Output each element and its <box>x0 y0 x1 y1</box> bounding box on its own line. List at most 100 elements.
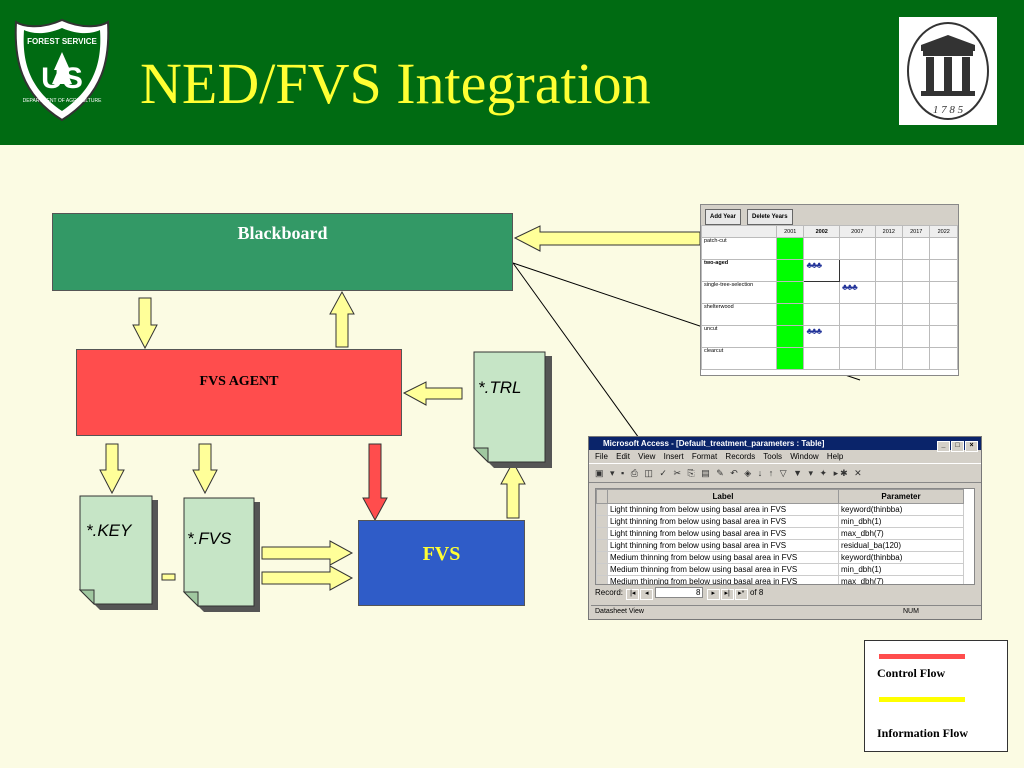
menu-file[interactable]: File <box>595 452 608 461</box>
grid-cell[interactable] <box>901 347 931 370</box>
menu-tools[interactable]: Tools <box>763 452 782 461</box>
minimize-icon[interactable]: _ <box>937 441 950 452</box>
grid-cell[interactable] <box>929 237 958 260</box>
table-row[interactable]: Light thinning from below using basal ar… <box>596 503 964 516</box>
menu-help[interactable]: Help <box>826 452 844 461</box>
cell-label[interactable]: Medium thinning from below using basal a… <box>607 563 839 576</box>
column-header-parameter[interactable]: Parameter <box>838 489 964 504</box>
grid-cell[interactable] <box>901 325 931 348</box>
grid-cell[interactable]: ♣♣♣ <box>803 259 840 282</box>
grid-cell[interactable] <box>901 303 931 326</box>
grid-cell[interactable] <box>803 237 840 260</box>
arch-icon: 1 7 8 5 <box>907 22 989 120</box>
grid-cell[interactable] <box>929 347 958 370</box>
first-record-icon[interactable]: |◂ <box>626 589 640 600</box>
info-arrow-agent-to-fvsfile <box>192 443 218 495</box>
grid-cell[interactable] <box>775 259 805 282</box>
prev-record-icon[interactable]: ◂ <box>640 589 654 600</box>
menu-insert[interactable]: Insert <box>663 452 684 461</box>
grid-cell[interactable] <box>874 259 904 282</box>
grid-cell[interactable] <box>901 259 931 282</box>
grid-cell[interactable] <box>874 303 904 326</box>
grid-cell[interactable]: ♣♣♣ <box>839 281 876 304</box>
toolbar-icons[interactable]: ▣ ▾ ▪ ⎙ ◫ ✓ ✂ ⎘ ▤ ✎ ↶ ◈ ↓ ↑ ▽ ▼ ▾ ✦ ▸✱ ✕ <box>595 468 864 478</box>
cell-label[interactable]: Medium thinning from below using basal a… <box>607 551 839 564</box>
table-row[interactable]: Light thinning from below using basal ar… <box>596 539 964 552</box>
cell-label[interactable]: Light thinning from below using basal ar… <box>607 539 839 552</box>
table-row[interactable]: Medium thinning from below using basal a… <box>596 575 964 584</box>
grid-cell[interactable] <box>803 303 840 326</box>
menu-records[interactable]: Records <box>725 452 756 461</box>
cell-label[interactable]: Light thinning from below using basal ar… <box>607 503 839 516</box>
table-row[interactable]: Light thinning from below using basal ar… <box>596 527 964 540</box>
maximize-icon[interactable]: □ <box>951 441 964 452</box>
cell-param[interactable]: residual_ba(120) <box>838 539 964 552</box>
row-label: patch-cut <box>701 237 777 260</box>
grid-cell[interactable] <box>775 281 805 304</box>
info-arrow-fvsfile-to-fvs <box>261 540 354 566</box>
grid-cell[interactable] <box>775 325 805 348</box>
record-number-input[interactable]: 8 <box>655 587 704 598</box>
delete-years-button[interactable]: Delete Years <box>747 209 793 225</box>
grid-cell[interactable] <box>775 347 805 370</box>
tree-icon: ♣♣♣ <box>806 260 822 270</box>
cell-param[interactable]: min_dbh(1) <box>838 563 964 576</box>
cell-label[interactable]: Light thinning from below using basal ar… <box>607 527 839 540</box>
cell-param[interactable]: keyword(thinbba) <box>838 503 964 516</box>
cell-param[interactable]: max_dbh(7) <box>838 527 964 540</box>
cell-param[interactable]: keyword(thinbba) <box>838 551 964 564</box>
information-flow-label: Information Flow <box>877 726 968 740</box>
fvs-file-icon <box>182 497 260 612</box>
grid-cell[interactable] <box>775 303 805 326</box>
grid-cell[interactable] <box>839 259 876 282</box>
table-row[interactable]: Medium thinning from below using basal a… <box>596 563 964 576</box>
cell-label[interactable]: Light thinning from below using basal ar… <box>607 515 839 528</box>
tree-icon: ♣♣♣ <box>842 282 858 292</box>
cell-param[interactable]: min_dbh(1) <box>838 515 964 528</box>
access-toolbar: ▣ ▾ ▪ ⎙ ◫ ✓ ✂ ⎘ ▤ ✎ ↶ ◈ ↓ ↑ ▽ ▼ ▾ ✦ ▸✱ ✕ <box>589 463 981 483</box>
table-row[interactable]: Light thinning from below using basal ar… <box>596 515 964 528</box>
year-header: 2022 <box>929 225 958 238</box>
grid-cell[interactable]: ♣♣♣ <box>803 325 840 348</box>
grid-cell[interactable] <box>839 347 876 370</box>
grid-cell[interactable] <box>874 347 904 370</box>
blackboard-box: Blackboard <box>52 213 513 291</box>
grid-cell[interactable] <box>839 325 876 348</box>
grid-cell[interactable] <box>901 237 931 260</box>
column-header-label[interactable]: Label <box>607 489 839 504</box>
last-record-icon[interactable]: ▸| <box>720 589 734 600</box>
grid-cell[interactable] <box>803 347 840 370</box>
grid-cell[interactable] <box>929 281 958 304</box>
grid-cell[interactable] <box>874 281 904 304</box>
menu-view[interactable]: View <box>638 452 656 461</box>
grid-cell[interactable] <box>929 303 958 326</box>
table-row[interactable]: Medium thinning from below using basal a… <box>596 551 964 564</box>
grid-cell[interactable] <box>775 237 805 260</box>
grid-cell[interactable] <box>803 281 840 304</box>
row-label: shelterwood <box>701 303 777 326</box>
menu-format[interactable]: Format <box>691 452 718 461</box>
access-menu-bar: File Edit View Insert Format Records Too… <box>589 450 981 463</box>
menu-window[interactable]: Window <box>790 452 819 461</box>
row-selector-header <box>596 489 608 504</box>
forest-service-shield-icon: FOREST SERVICE US DEPARTMENT OF AGRICULT… <box>14 18 110 122</box>
grid-cell[interactable] <box>839 303 876 326</box>
menu-edit[interactable]: Edit <box>616 452 630 461</box>
add-year-button[interactable]: Add Year <box>705 209 741 225</box>
grid-cell[interactable] <box>839 237 876 260</box>
info-arrow-trl-to-agent <box>402 381 463 406</box>
info-arrow-timeline-to-blackboard <box>513 225 701 252</box>
new-record-icon[interactable]: ▸* <box>734 589 748 600</box>
close-icon[interactable]: × <box>965 441 978 452</box>
status-bar: Datasheet View NUM <box>591 605 981 618</box>
grid-cell[interactable] <box>874 237 904 260</box>
grid-cell[interactable] <box>929 259 958 282</box>
cell-param[interactable]: max_dbh(7) <box>838 575 964 584</box>
cell-label[interactable]: Medium thinning from below using basal a… <box>607 575 839 584</box>
key-file-icon <box>78 495 158 610</box>
timeline-screenshot: Add Year Delete Years 2001 2002 2007 201… <box>700 204 959 376</box>
grid-cell[interactable] <box>901 281 931 304</box>
next-record-icon[interactable]: ▸ <box>706 589 720 600</box>
grid-cell[interactable] <box>929 325 958 348</box>
grid-cell[interactable] <box>874 325 904 348</box>
